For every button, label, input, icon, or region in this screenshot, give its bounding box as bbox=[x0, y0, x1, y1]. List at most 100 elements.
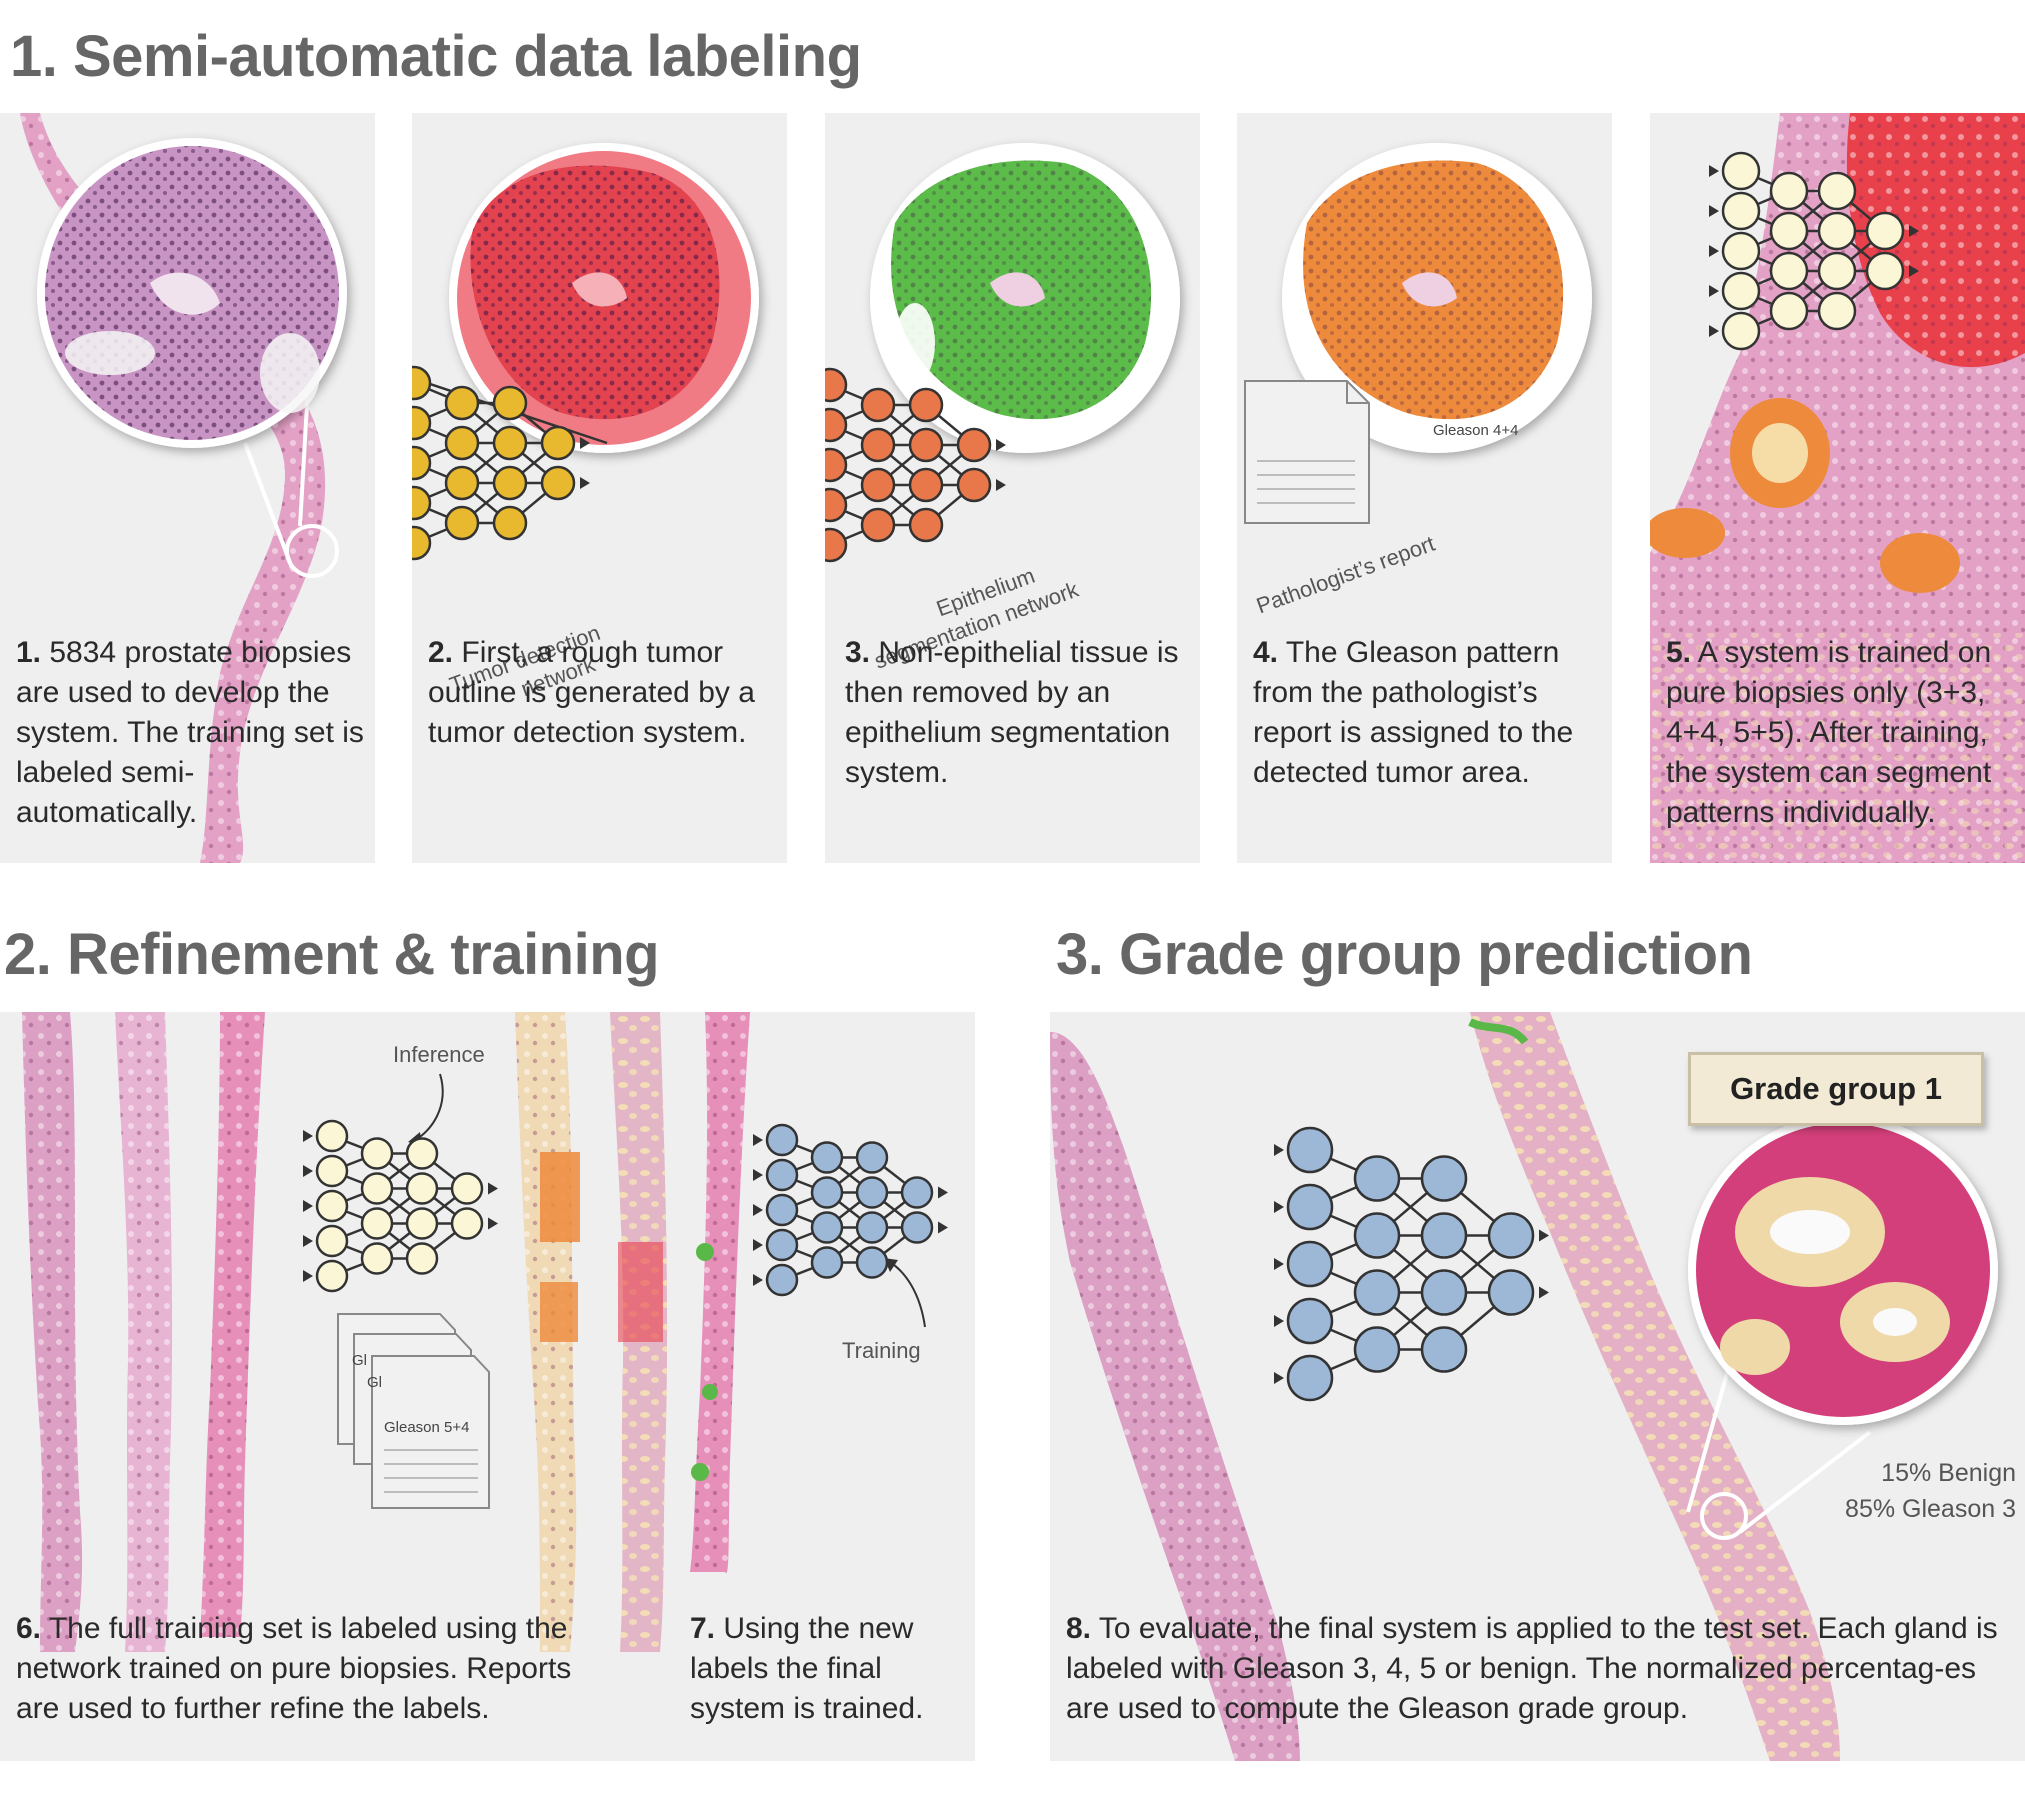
network-node bbox=[1487, 1269, 1535, 1316]
network-output-arrow bbox=[938, 1221, 948, 1234]
network-node bbox=[1721, 311, 1761, 351]
step-4-panel: Gleason 4+4 Pathologist’s report 4. The … bbox=[1237, 113, 1612, 863]
network-node bbox=[1769, 211, 1809, 251]
network-node bbox=[412, 365, 432, 401]
epithelium-segmentation-illustration bbox=[870, 143, 1180, 453]
training-label: Training bbox=[842, 1338, 921, 1363]
network-node bbox=[956, 427, 992, 463]
step-5-panel: 5. A system is trained on pure biopsies … bbox=[1650, 113, 2025, 863]
gland-percentages: 15% Benign 85% Gleason 3 bbox=[1780, 1455, 2016, 1527]
gleason-assignment-illustration bbox=[1244, 143, 1592, 524]
network-input-arrow bbox=[1274, 1258, 1284, 1270]
network-input-arrow bbox=[1709, 325, 1719, 337]
network-output-arrow bbox=[996, 439, 1006, 451]
network-node bbox=[315, 1259, 349, 1293]
step-8-caption: 8. To evaluate, the final system is appl… bbox=[1066, 1612, 1998, 1725]
network-node bbox=[444, 505, 480, 541]
network-node bbox=[860, 427, 896, 463]
network-input-arrow bbox=[1709, 285, 1719, 297]
network-node bbox=[1487, 1212, 1535, 1259]
pathologist-report-document bbox=[1244, 380, 1370, 524]
network-node bbox=[765, 1263, 799, 1297]
network-output-arrow bbox=[938, 1186, 948, 1199]
network-node bbox=[765, 1228, 799, 1262]
grade-prediction-illustration bbox=[1050, 1012, 1998, 1761]
network-node bbox=[1769, 251, 1809, 291]
network-node bbox=[1420, 1212, 1468, 1259]
biopsy-zoom-illustration bbox=[20, 113, 347, 863]
network-input-arrow bbox=[303, 1235, 313, 1247]
section-3-heading: 3. Grade group prediction bbox=[1056, 922, 1753, 987]
network-node bbox=[492, 465, 528, 501]
network-input-arrow bbox=[753, 1239, 763, 1251]
network-node bbox=[492, 505, 528, 541]
network-node bbox=[360, 1172, 394, 1205]
network-output-arrow bbox=[488, 1217, 498, 1230]
network-node bbox=[1817, 171, 1857, 211]
network-node bbox=[1353, 1212, 1401, 1259]
network-node bbox=[1817, 291, 1857, 331]
network-output-arrow bbox=[580, 437, 590, 449]
network-node bbox=[1721, 271, 1761, 311]
network-output-arrow bbox=[1909, 225, 1919, 237]
step-1-panel: 1. 5834 prostate biopsies are used to de… bbox=[0, 113, 375, 863]
network-node bbox=[825, 447, 848, 483]
network-node bbox=[360, 1207, 394, 1240]
network-input-arrow bbox=[1709, 205, 1719, 217]
report-stack-icon bbox=[337, 1313, 490, 1509]
network-node bbox=[825, 527, 848, 563]
network-node bbox=[810, 1141, 844, 1174]
grade-group-panel: 8. To evaluate, the final system is appl… bbox=[1050, 1012, 2025, 1761]
report-stack-gleason: Gleason 5+4 bbox=[384, 1419, 470, 1436]
network-node bbox=[908, 387, 944, 423]
network-node bbox=[825, 367, 848, 403]
network-output-arrow bbox=[1909, 265, 1919, 277]
network-node bbox=[1817, 211, 1857, 251]
section-1-heading: 1. Semi-automatic data labeling bbox=[10, 24, 862, 89]
report-gleason-text: Gleason 4+4 bbox=[1433, 422, 1519, 439]
step-3-caption: 3. Non-epithelial tissue is then removed… bbox=[845, 636, 1179, 789]
network-node bbox=[405, 1137, 439, 1170]
network-node bbox=[855, 1141, 889, 1174]
step-5-caption: 5. A system is trained on pure biopsies … bbox=[1666, 636, 1992, 829]
network-node bbox=[855, 1246, 889, 1279]
network-node bbox=[540, 425, 576, 461]
section-2-heading: 2. Refinement & training bbox=[4, 922, 660, 987]
network-input-arrow bbox=[1274, 1315, 1284, 1327]
network-node bbox=[900, 1211, 934, 1244]
network-node bbox=[860, 507, 896, 543]
network-node bbox=[492, 425, 528, 461]
network-input-arrow bbox=[753, 1274, 763, 1286]
network-node bbox=[315, 1154, 349, 1188]
network-input-arrow bbox=[303, 1200, 313, 1212]
network-input-arrow bbox=[303, 1270, 313, 1282]
network-input-arrow bbox=[1274, 1201, 1284, 1213]
network-node bbox=[450, 1172, 484, 1205]
network-node bbox=[765, 1193, 799, 1227]
step-3-panel: Epithelium segmentation network 3. Non-e… bbox=[825, 113, 1200, 863]
network-input-arrow bbox=[303, 1130, 313, 1142]
network-node bbox=[810, 1176, 844, 1209]
report-stack-gl-b: Gl bbox=[367, 1374, 382, 1391]
network-output-arrow bbox=[580, 477, 590, 489]
network-node bbox=[765, 1158, 799, 1192]
network-node bbox=[855, 1211, 889, 1244]
network-node bbox=[412, 485, 432, 521]
network-node bbox=[908, 467, 944, 503]
network-node bbox=[900, 1176, 934, 1209]
network-node bbox=[412, 525, 432, 561]
network-node bbox=[1286, 1183, 1334, 1231]
network-node bbox=[855, 1176, 889, 1209]
network-input-arrow bbox=[1274, 1144, 1284, 1156]
network-node bbox=[1420, 1155, 1468, 1202]
network-node bbox=[405, 1242, 439, 1275]
refinement-training-panel: Inference Training Gl Gl Gleason 5+4 6. … bbox=[0, 1012, 975, 1761]
step-4-caption: 4. The Gleason pattern from the patholog… bbox=[1253, 636, 1574, 789]
network-node bbox=[860, 467, 896, 503]
network-node bbox=[360, 1137, 394, 1170]
refinement-illustration bbox=[22, 1012, 926, 1652]
network-node bbox=[1721, 151, 1761, 191]
network-node bbox=[315, 1224, 349, 1258]
network-node bbox=[810, 1246, 844, 1279]
neural-network-training-icon bbox=[753, 1123, 948, 1297]
